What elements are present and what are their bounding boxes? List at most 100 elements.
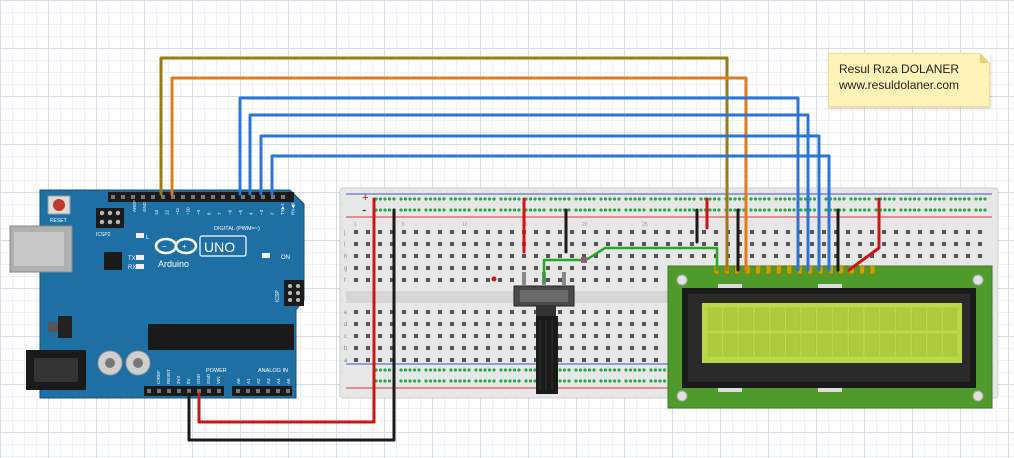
row-letter: j bbox=[343, 230, 345, 236]
power-pin-label: RESET bbox=[166, 369, 171, 384]
analog-pin-sockets bbox=[236, 389, 290, 393]
digital-pin-label: ~10 bbox=[186, 207, 191, 215]
lcd-header-pins bbox=[713, 265, 876, 275]
wire-olive bbox=[159, 56, 729, 272]
digital-pin-label: RX◀0 bbox=[291, 202, 296, 215]
lcd-character-cells bbox=[707, 307, 958, 357]
digital-pin-label: 8 bbox=[207, 212, 212, 215]
digital-pin-label: ~11 bbox=[175, 207, 180, 215]
row-letter: f bbox=[344, 278, 346, 284]
analog-pin-label: A5 bbox=[286, 378, 291, 384]
wire-contrast-green bbox=[542, 246, 719, 284]
power-pin-label: GND bbox=[196, 373, 201, 384]
led-label-l: L bbox=[146, 235, 150, 241]
led-label-on: ON bbox=[281, 255, 290, 261]
power-pin-label: IOREF bbox=[156, 370, 161, 384]
analog-pin-label: A0 bbox=[236, 378, 241, 384]
usb-chip bbox=[104, 252, 122, 270]
svg-text:+: + bbox=[182, 242, 187, 251]
row-letter: g bbox=[344, 266, 347, 272]
digital-pin-label: ~6 bbox=[228, 209, 233, 215]
reset-button-cap bbox=[53, 199, 65, 211]
row-letter: a bbox=[344, 358, 348, 364]
wire-blue-1 bbox=[238, 96, 800, 272]
analog-pin-label: A4 bbox=[276, 378, 281, 384]
icsp-label: ICSP bbox=[275, 290, 281, 302]
digital-pin-label: TX▶1 bbox=[280, 203, 285, 215]
aref-label: AREF bbox=[132, 200, 137, 212]
gnd-label: GND bbox=[142, 201, 147, 212]
column-number: 20 bbox=[582, 222, 588, 228]
row-letter: h bbox=[344, 254, 347, 260]
power-pin-label: 5V bbox=[186, 378, 191, 384]
digital-pin-label: ~3 bbox=[259, 209, 264, 215]
digital-label: DIGITAL (PWM=~) bbox=[214, 226, 260, 232]
wire-blue-2 bbox=[248, 113, 810, 272]
rail-plus-label: + bbox=[362, 192, 368, 204]
wire-lcd-red-2 bbox=[847, 197, 881, 272]
status-leds bbox=[136, 233, 270, 269]
capacitors bbox=[97, 350, 151, 376]
power-pin-label: GND bbox=[206, 373, 211, 384]
rail-minus-label: - bbox=[362, 202, 366, 217]
wire-gnd-black bbox=[187, 208, 396, 442]
potentiometer bbox=[513, 272, 575, 394]
voltage-regulator bbox=[58, 316, 72, 338]
note-fold bbox=[980, 53, 990, 63]
wire-5v-red bbox=[197, 197, 376, 424]
icsp2-header bbox=[96, 208, 124, 228]
wire-orange bbox=[170, 76, 748, 272]
analog-header bbox=[232, 386, 292, 396]
row-letter: i bbox=[344, 242, 345, 248]
arduino-logo: − + bbox=[154, 235, 247, 257]
column-number: 5 bbox=[402, 222, 405, 228]
atmega-chip bbox=[148, 324, 294, 350]
row-letter: b bbox=[344, 346, 348, 352]
reset-label: RESET bbox=[50, 218, 67, 224]
digital-pin-label: 12 bbox=[165, 209, 170, 215]
wires bbox=[159, 56, 881, 442]
digital-pin-label: ~5 bbox=[238, 209, 243, 215]
power-pin-label: 3V3 bbox=[176, 375, 181, 384]
digital-pin-label: 13 bbox=[154, 209, 159, 215]
digital-pin-label: 2 bbox=[270, 212, 275, 215]
lcd-mount-holes bbox=[676, 274, 984, 402]
power-pin-labels: IOREF RESET 3V3 5V GND GND VIN bbox=[156, 369, 221, 384]
wire-ends bbox=[491, 257, 587, 282]
analog-pin-labels: A0 A1 A2 A3 A4 A5 bbox=[236, 378, 291, 384]
column-number: 1 bbox=[354, 222, 357, 228]
analog-pin-label: A1 bbox=[246, 378, 251, 384]
digital-pin-label: ~9 bbox=[196, 209, 201, 215]
lcd-16x2-module bbox=[667, 265, 993, 409]
row-letter: d bbox=[344, 322, 347, 328]
column-number: 25 bbox=[642, 222, 648, 228]
wire-blue-3 bbox=[259, 134, 821, 272]
author-name: Resul Rıza DOLANER bbox=[839, 62, 960, 76]
row-letter: e bbox=[344, 310, 348, 316]
power-pin-label: VIN bbox=[216, 376, 221, 384]
digital-pin-label: 4 bbox=[249, 212, 254, 215]
digital-pin-sockets bbox=[111, 195, 285, 199]
svg-text:−: − bbox=[162, 242, 167, 251]
icsp-header bbox=[284, 280, 304, 306]
uno-logo-text: UNO bbox=[204, 239, 235, 255]
arduino-brand: Arduino bbox=[158, 259, 189, 269]
author-website: www.resuldolaner.com bbox=[839, 78, 960, 92]
digital-pin-label: 7 bbox=[217, 212, 222, 215]
icsp2-label: ICSP2 bbox=[96, 232, 111, 238]
row-letter: c bbox=[344, 334, 347, 340]
wire-blue-4 bbox=[270, 154, 831, 272]
led-label-rx: RX bbox=[128, 265, 136, 271]
power-pin-sockets bbox=[147, 389, 221, 393]
column-number: 10 bbox=[462, 222, 468, 228]
analog-pin-label: A2 bbox=[256, 378, 261, 384]
power-header bbox=[144, 386, 224, 396]
author-note: Resul Rıza DOLANER www.resuldolaner.com bbox=[828, 53, 990, 107]
analog-label: ANALOG IN bbox=[258, 368, 288, 374]
analog-pin-label: A3 bbox=[266, 378, 271, 384]
led-label-tx: TX bbox=[128, 256, 136, 262]
digital-pin-labels: 13 12 ~11 ~10 ~9 8 7 ~6 ~5 4 ~3 2 TX▶1 RX◀0 bbox=[154, 202, 296, 215]
power-label: POWER bbox=[206, 368, 227, 374]
